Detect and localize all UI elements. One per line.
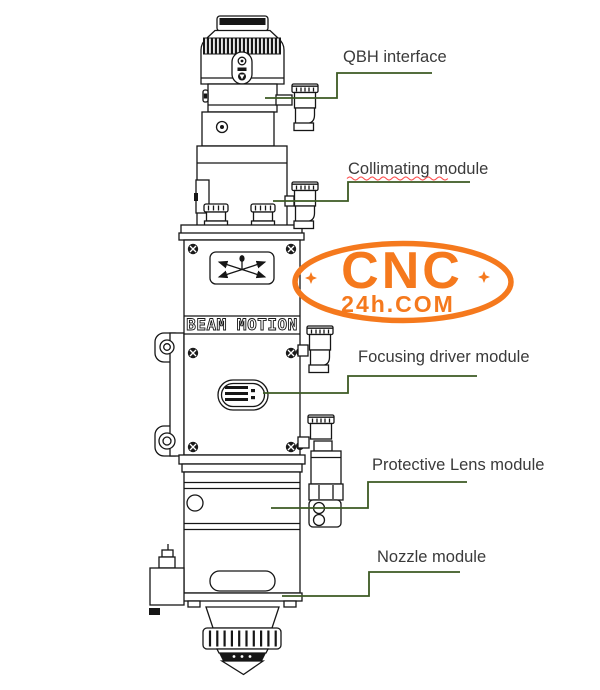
logo-domain-text: 24h.COM [341,291,455,317]
leader-line-focusing [263,375,477,394]
air-fitting-qbh [291,83,319,132]
air-fitting-lower [297,414,344,528]
qbh-latch [231,51,253,85]
label-nozzle-module: Nozzle module [377,548,486,566]
focusing-driver-connector [217,379,269,411]
collimating-module-drawing [180,145,303,235]
left-sensor-attachment [149,544,185,615]
qbh-cap-drawing [200,15,285,85]
leader-line-protective-lens [271,481,467,509]
logo-ellipse [292,240,514,324]
lens-drawer-handle [209,570,276,592]
beam-motion-text: BEAM MOTION [186,315,297,334]
cnc24h-watermark-logo: CNC 24h.COM [292,240,514,324]
label-focusing-driver-module: Focusing driver module [358,348,530,366]
nozzle-drawing [187,600,297,676]
label-collimating-module: Collimating module [348,160,488,178]
mounting-bracket [154,332,185,457]
qbh-body-drawing [201,83,293,147]
nozzle-tip [219,660,266,676]
air-fitting-collimator [291,181,319,230]
callouts: QBH interface Collimating module Focusin… [263,48,544,597]
logo-star-left [305,272,317,284]
leader-line-qbh [265,72,432,99]
spellcheck-squiggle [346,176,449,181]
leader-line-collimating [273,181,470,202]
beam-motion-band: BEAM MOTION [186,315,298,335]
beam-motion-plaque [209,251,275,285]
logo-name-text: CNC [341,242,463,300]
main-body-drawing: BEAM MOTION [178,232,305,456]
protective-lens-drawing [178,454,306,602]
label-qbh-interface: QBH interface [343,48,447,66]
leader-line-nozzle [282,571,460,597]
logo-star-right [478,271,490,283]
air-fitting-focusing [297,325,334,374]
label-protective-lens-module: Protective Lens module [372,456,544,474]
